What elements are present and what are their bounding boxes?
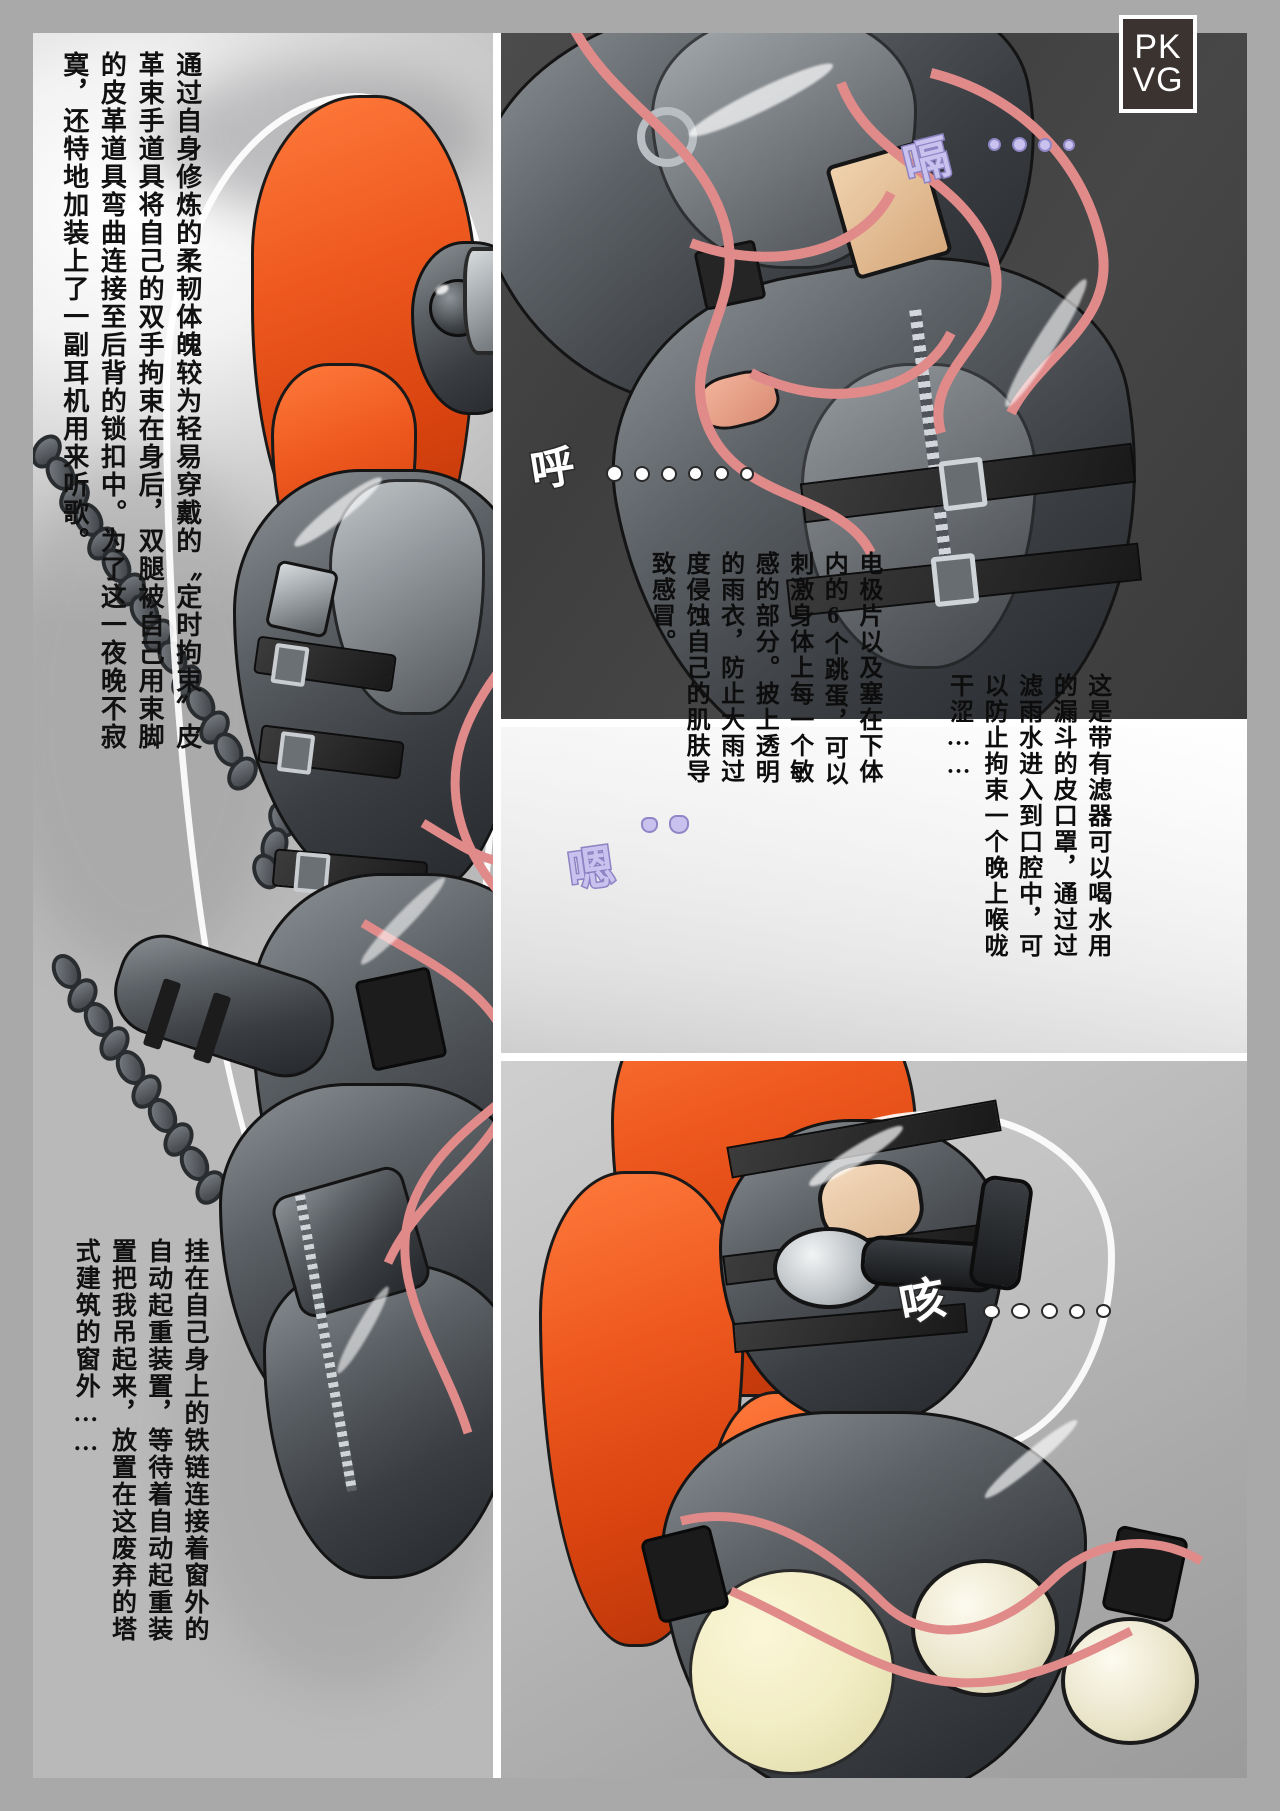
narration-intro: 通过自身修炼的柔韧体魄较为轻易穿戴的〝定时拘束〞皮革束手道具将自己的双手拘束在身… (59, 51, 202, 751)
tubing-bottom (679, 1512, 1204, 1688)
torso-highlight (329, 479, 485, 715)
sfx-middle-lower-hearts (641, 815, 689, 834)
tubing-left (360, 671, 493, 1435)
panel-top-right (501, 33, 1247, 723)
pkvg-logo: PK VG (1119, 15, 1197, 113)
panel-middle-right (501, 727, 1247, 1057)
chest-dome (1061, 1617, 1199, 1745)
narration-electrode: 电极片以及塞在下体内的6个跳蛋，可以刺激身体上每一个敏感的部分。披上透明的雨衣，… (647, 551, 881, 787)
panel-bottom-right (501, 1061, 1247, 1778)
pkvg-logo-line1: PK (1134, 27, 1182, 66)
tubing-top (570, 33, 1109, 556)
gutter-horizontal (501, 719, 1247, 727)
sfx-middle-lower: 嗯 (564, 840, 618, 900)
narration-gasmask: 这是带有滤器可以喝水用的漏斗的皮口罩，通过过滤雨水进入到口腔中，可以防止拘束一个… (945, 673, 1110, 959)
sfx-top-right-dots (988, 137, 1075, 152)
pkvg-logo-line2: VG (1132, 61, 1184, 99)
gutter-horizontal (501, 1053, 1247, 1061)
panel-left-full: 通过自身修炼的柔韧体魄较为轻易穿戴的〝定时拘束〞皮革束手道具将自己的双手拘束在身… (33, 33, 493, 1778)
sfx-middle-left-dots (606, 465, 754, 482)
d-ring (637, 107, 697, 167)
panel-gradient (501, 727, 1247, 1057)
sfx-bottom-right-dots (983, 1303, 1111, 1319)
narration-hanging: 挂在自己身上的铁链连接着窗外的自动起重装置，等待着自动起重装置把我吊起来，放置在… (72, 1238, 208, 1643)
comic-sheet: 通过自身修炼的柔韧体魄较为轻易穿戴的〝定时拘束〞皮革束手道具将自己的双手拘束在身… (33, 33, 1247, 1778)
gutter-vertical (493, 33, 501, 1778)
hood-collar (463, 247, 493, 355)
